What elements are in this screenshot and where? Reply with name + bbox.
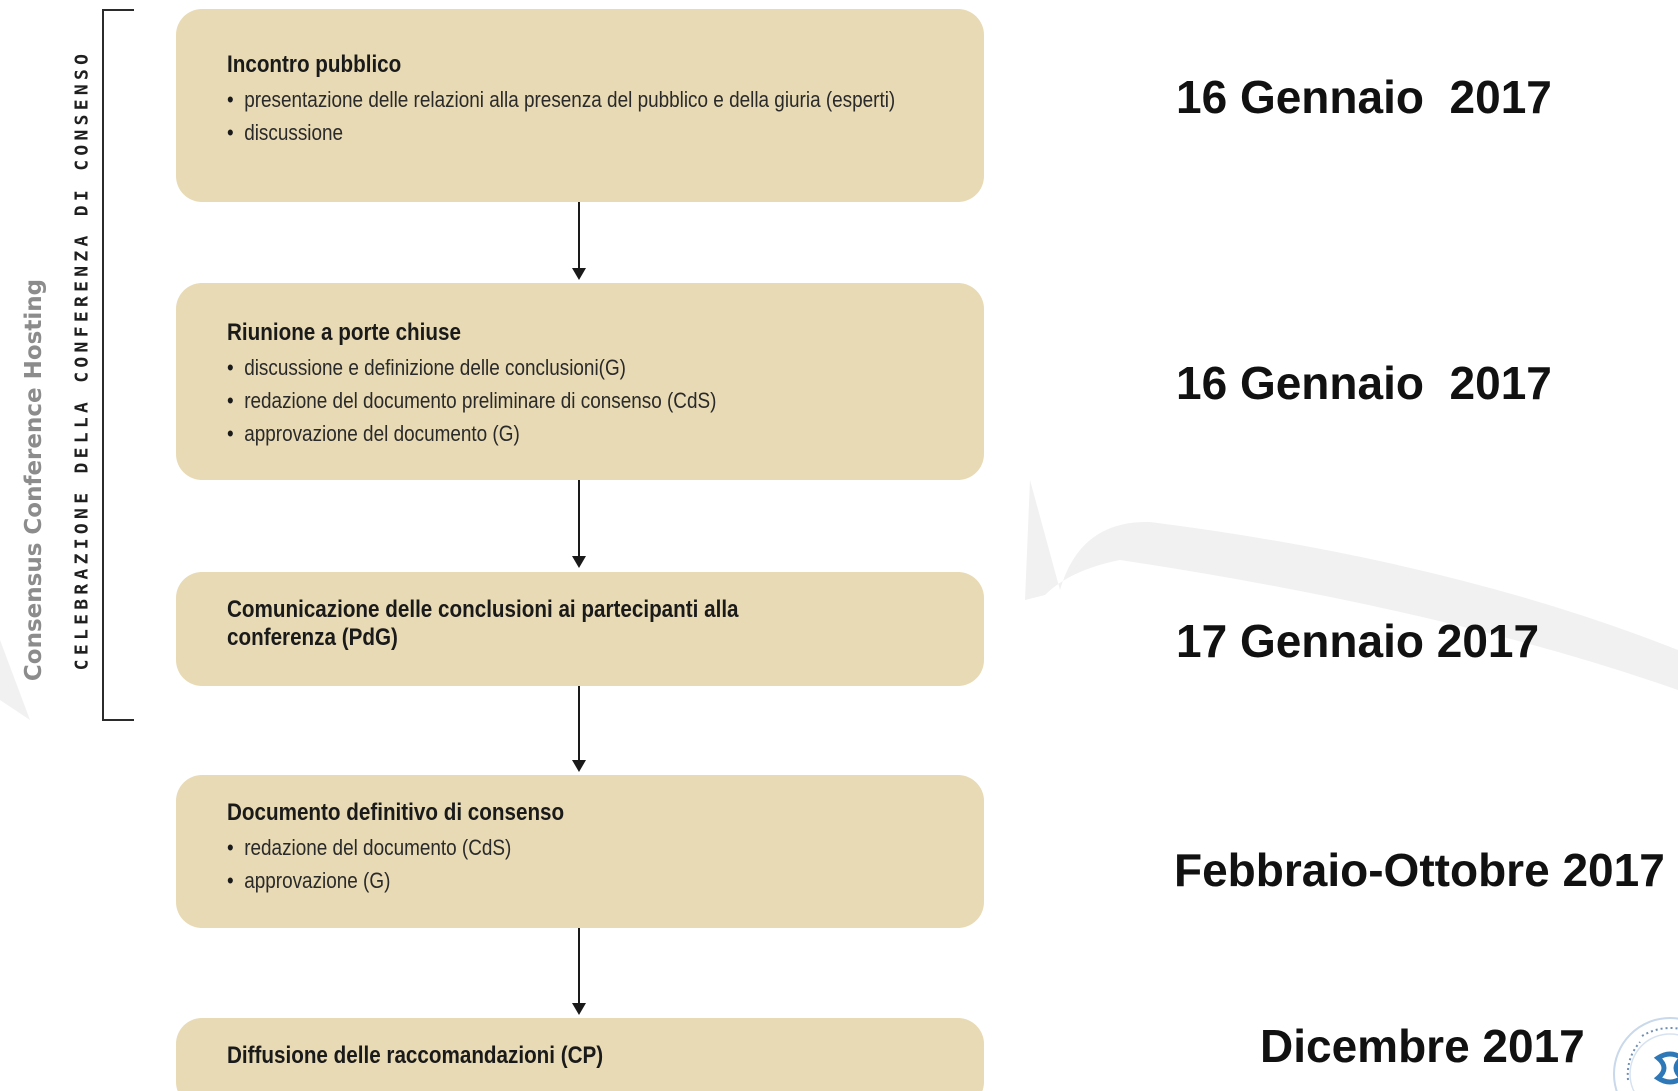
step-box-diffusione-raccomandazioni: Diffusione delle raccomandazioni (CP) <box>176 1018 984 1091</box>
step-bullet: presentazione delle relazioni alla prese… <box>227 83 915 116</box>
step-box-incontro-pubblico: Incontro pubblico presentazione delle re… <box>176 9 984 202</box>
step-box-documento-definitivo: Documento definitivo di consenso redazio… <box>176 775 984 928</box>
step-bullet: redazione del documento (CdS) <box>227 831 878 864</box>
step-bullet: redazione del documento preliminare di c… <box>227 384 878 417</box>
flow-arrow-down <box>572 480 586 568</box>
step-title: Comunicazione delle conclusioni ai parte… <box>227 596 739 651</box>
step-bullet: approvazione (G) <box>227 864 878 897</box>
step-title: Incontro pubblico <box>227 51 402 78</box>
society-seal-logo-icon <box>1613 1017 1678 1091</box>
step-date: Febbraio-Ottobre 2017 <box>1174 844 1665 896</box>
step-date: Dicembre 2017 <box>1260 1020 1585 1072</box>
phase-bracket <box>102 9 134 721</box>
step-bullet: discussione <box>227 116 915 149</box>
step-date: 16 Gennaio 2017 <box>1176 357 1552 409</box>
step-title: Diffusione delle raccomandazioni (CP) <box>227 1042 604 1069</box>
step-bullet: approvazione del documento (G) <box>227 417 878 450</box>
step-title: Documento definitivo di consenso <box>227 799 565 826</box>
step-date: 16 Gennaio 2017 <box>1176 71 1552 123</box>
flow-arrow-down <box>572 202 586 280</box>
flow-arrow-down <box>572 928 586 1015</box>
phase-label: CELEBRAZIONE DELLA CONFERENZA DI CONSENS… <box>71 49 93 671</box>
step-box-riunione-porte-chiuse: Riunione a porte chiuse discussione e de… <box>176 283 984 480</box>
step-date: 17 Gennaio 2017 <box>1176 615 1540 667</box>
step-box-comunicazione-conclusioni: Comunicazione delle conclusioni ai parte… <box>176 572 984 686</box>
side-label: Consensus Conference Hosting <box>21 278 47 682</box>
step-bullets: redazione del documento (CdS) approvazio… <box>227 831 984 897</box>
step-title: Riunione a porte chiuse <box>227 319 461 346</box>
step-bullet: discussione e definizione delle conclusi… <box>227 351 878 384</box>
step-bullets: discussione e definizione delle conclusi… <box>227 351 984 450</box>
flow-arrow-down <box>572 686 586 772</box>
step-bullets: presentazione delle relazioni alla prese… <box>227 83 984 149</box>
